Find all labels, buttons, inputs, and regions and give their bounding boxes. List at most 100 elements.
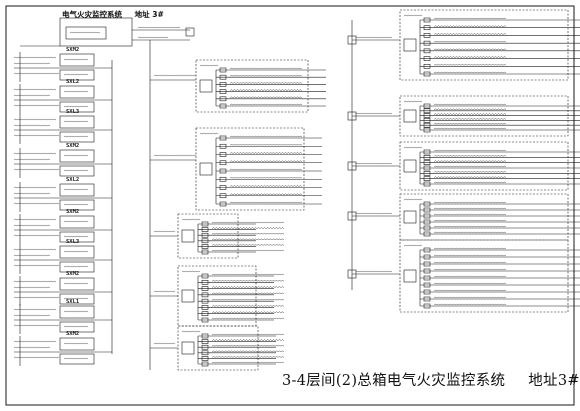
circuit-rating-glyph xyxy=(13,324,60,327)
monitor-module-box xyxy=(59,321,95,333)
panel-g-breaker xyxy=(423,118,431,123)
panel-j-branch-label-glyph xyxy=(433,282,507,285)
detector-box xyxy=(59,277,95,291)
monitor-module-box xyxy=(59,353,95,365)
panel-e-branch-label-glyph xyxy=(211,361,285,364)
panel-j-branch-label-glyph xyxy=(433,268,507,271)
drawing-title: 3-4层间(2)总箱电气火灾监控系统 地址3# xyxy=(282,369,580,390)
panel-j-meter-box xyxy=(403,269,417,283)
circuit-label-glyph xyxy=(13,254,51,257)
panel-h-title-glyph xyxy=(403,146,423,149)
panel-d-breaker xyxy=(201,298,209,304)
panel-f-branch-label-glyph xyxy=(433,33,507,35)
device-code-5: SXL2 xyxy=(66,177,79,183)
panel-b-branch-label-glyph xyxy=(229,168,303,171)
circuit-label-glyph xyxy=(13,158,51,161)
panel-j-breaker xyxy=(423,254,431,260)
detector-box xyxy=(59,183,95,197)
right-feed-label-glyph xyxy=(355,270,393,273)
panel-g-branch-label-glyph xyxy=(433,127,507,130)
right-trunk-terminal xyxy=(347,35,357,45)
detector-label-glyph xyxy=(63,220,89,223)
panel-b-breaker xyxy=(219,168,227,174)
panel-h-branch-label-glyph xyxy=(433,176,507,178)
panel-b-branch-label-glyph xyxy=(229,201,303,204)
module-label-glyph xyxy=(63,135,89,138)
detector-label-glyph xyxy=(63,154,89,157)
panel-d-branch-label-glyph xyxy=(211,286,285,288)
circuit-label-glyph xyxy=(13,280,57,283)
panel-b-breaker xyxy=(219,185,227,190)
panel-b-breaker xyxy=(219,135,227,141)
panel-h-branch-label-glyph xyxy=(433,165,507,168)
detector-label-glyph xyxy=(63,282,89,285)
monitor-module-box xyxy=(59,231,95,243)
panel-i-breaker xyxy=(423,231,431,237)
panel-j-breaker xyxy=(423,275,431,281)
monitor-module-box xyxy=(59,199,95,211)
panel-f-breaker xyxy=(423,71,431,77)
monitor-system-header: 电气火灾监控系统 地址 3# xyxy=(62,9,164,20)
panel-j-branch-label-glyph xyxy=(433,289,507,292)
panel-i-breaker xyxy=(423,219,431,225)
right-feed-label-glyph xyxy=(355,162,393,165)
module-label-glyph xyxy=(63,235,89,238)
panel-h-breaker xyxy=(423,181,431,187)
panel-a-breaker xyxy=(219,103,227,109)
monitor-module-box xyxy=(59,261,95,273)
panel-b-branch-label-glyph xyxy=(229,177,303,179)
panel-g-branch-label-glyph xyxy=(433,122,507,125)
panel-j-title-glyph xyxy=(403,244,423,247)
panel-i-breaker xyxy=(423,207,431,213)
right-feed-label-glyph xyxy=(355,112,393,115)
panel-c-branch-label-glyph xyxy=(211,249,285,252)
feed-label-glyph xyxy=(153,230,176,233)
panel-b-breaker xyxy=(219,193,227,199)
detector-box xyxy=(59,149,95,163)
circuit-rating-glyph xyxy=(13,168,60,171)
module-label-glyph xyxy=(63,265,89,268)
panel-j-branch-label-glyph xyxy=(433,261,507,264)
monitor-module-box xyxy=(59,101,95,113)
detector-label-glyph xyxy=(63,250,89,253)
panel-i-branch-label-glyph xyxy=(433,219,507,222)
panel-a-branch-label-glyph xyxy=(229,74,303,77)
panel-i-breaker xyxy=(423,225,431,231)
panel-h-breaker xyxy=(423,149,431,155)
panel-b-breaker xyxy=(219,143,227,149)
detector-label-glyph xyxy=(63,120,89,123)
panel-a-meter-box xyxy=(199,79,213,93)
device-code-7: SXL3 xyxy=(66,239,79,245)
module-label-glyph xyxy=(63,105,89,108)
circuit-rating-glyph xyxy=(13,296,60,299)
bus-label-glyph xyxy=(137,26,181,29)
panel-f xyxy=(399,9,569,81)
panel-h-breaker xyxy=(423,171,431,176)
circuit-label-glyph xyxy=(13,186,57,189)
panel-f-branch-label-glyph xyxy=(433,25,507,27)
panel-b xyxy=(195,127,305,211)
panel-d-breaker xyxy=(201,311,209,317)
device-code-8: SXM2 xyxy=(66,271,79,277)
panel-j-branch-label-glyph xyxy=(433,254,507,257)
detector-box xyxy=(59,337,95,351)
monitor-system-address: 地址 3# xyxy=(134,10,164,19)
panel-h-breaker xyxy=(423,176,431,181)
monitor-module-box xyxy=(59,131,95,143)
panel-h-breaker xyxy=(423,160,431,165)
panel-j-breaker xyxy=(423,289,431,295)
panel-e-branch-label-glyph xyxy=(211,356,285,358)
panel-d-breaker xyxy=(201,273,209,279)
circuit-label-glyph xyxy=(13,340,57,343)
circuit-rating-glyph xyxy=(13,356,60,359)
circuit-label-glyph xyxy=(13,124,51,127)
panel-j-breaker xyxy=(423,296,431,302)
panel-h-breaker xyxy=(423,155,431,160)
panel-a-breaker xyxy=(219,67,227,73)
feed-label-glyph xyxy=(153,74,197,77)
panel-c-breaker xyxy=(201,232,209,238)
panel-f-breaker xyxy=(423,33,431,38)
panel-f-title-glyph xyxy=(403,14,423,17)
panel-h-branch-label-glyph xyxy=(433,171,507,173)
circuit-label-glyph xyxy=(13,62,51,65)
